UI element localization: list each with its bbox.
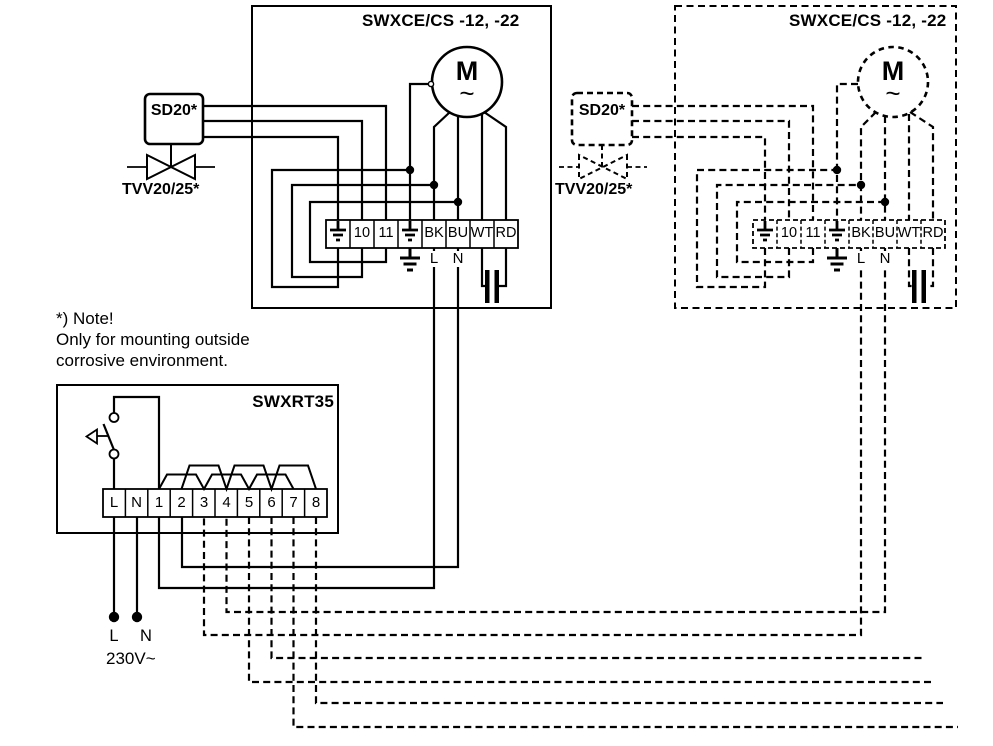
capacitor-icon bbox=[485, 270, 499, 303]
terminal-label-10: 10 bbox=[780, 225, 798, 241]
thermostat-terminal-l: L bbox=[109, 494, 119, 511]
terminal-label-11: 11 bbox=[805, 225, 821, 241]
right-unit bbox=[559, 5, 957, 309]
thermostat-terminal-4: 4 bbox=[222, 494, 231, 511]
valve-label: TVV20/25* bbox=[122, 181, 200, 198]
motor-label: M bbox=[881, 56, 905, 86]
thermostat-box bbox=[56, 384, 339, 534]
thermo-actuator-icon bbox=[84, 427, 98, 446]
mains-label-l: L bbox=[109, 627, 119, 645]
terminal-label-bu: BU bbox=[874, 225, 896, 241]
thermostat-unit bbox=[56, 384, 339, 534]
thermostat-terminal-1: 1 bbox=[154, 494, 164, 511]
interconnect-solid-wires bbox=[112, 248, 460, 612]
mains-voltage-label: 230V~ bbox=[106, 649, 156, 668]
junction-dot bbox=[405, 165, 415, 175]
motor-phase-label: ~ bbox=[459, 78, 475, 108]
earth-icon bbox=[757, 221, 773, 242]
mains-label-n: N bbox=[140, 627, 152, 645]
thermostat-terminal-n: N bbox=[131, 494, 142, 511]
left-unit-wires bbox=[203, 82, 508, 289]
left-unit-title: SWXCE/CS -12, -22 bbox=[362, 11, 520, 30]
junction-dots-left bbox=[405, 165, 463, 207]
terminal-label-bk: BK bbox=[851, 225, 871, 241]
earth-icon bbox=[827, 248, 847, 272]
thermostat-terminal-8: 8 bbox=[311, 494, 321, 511]
winding-icon bbox=[158, 464, 317, 493]
power-dots bbox=[108, 611, 143, 623]
junction-dot bbox=[880, 197, 890, 207]
power-dot-n bbox=[131, 611, 143, 623]
neutral-label-n: N bbox=[878, 250, 892, 267]
valve-icon bbox=[127, 144, 215, 181]
thermostat-terminal-3: 3 bbox=[199, 494, 209, 511]
left-unit bbox=[127, 5, 552, 309]
note-line-1: *) Note! bbox=[56, 309, 114, 328]
earth-icon bbox=[330, 221, 346, 242]
thermostat-title: SWXRT35 bbox=[252, 392, 334, 411]
junction-dot bbox=[429, 180, 439, 190]
terminal-label-11: 11 bbox=[378, 225, 394, 241]
motor-label: M bbox=[455, 56, 479, 86]
line-label-l: L bbox=[427, 251, 441, 267]
sd20-label: SD20* bbox=[150, 102, 198, 119]
junction-dot bbox=[856, 180, 866, 190]
terminal-label-rd: RD bbox=[922, 225, 944, 241]
left-unit-box bbox=[251, 5, 552, 309]
thermostat-terminal-7: 7 bbox=[289, 494, 298, 511]
capacitor-icon bbox=[912, 270, 926, 303]
terminal-label-bu: BU bbox=[447, 225, 469, 241]
junction-dot bbox=[453, 197, 463, 207]
right-unit-box bbox=[674, 5, 957, 309]
sd20-label: SD20* bbox=[578, 102, 626, 119]
terminal-label-wt: WT bbox=[470, 225, 494, 241]
interconnect-dashed-wires bbox=[202, 248, 958, 729]
earth-icon bbox=[829, 221, 845, 242]
terminal-label-bk: BK bbox=[424, 225, 444, 241]
thermostat-terminal-2: 2 bbox=[177, 494, 186, 511]
motor-terminal-dot bbox=[427, 80, 435, 88]
left-terminal-strip bbox=[325, 219, 519, 249]
thermostat-terminal-5: 5 bbox=[244, 494, 254, 511]
switch-icon bbox=[84, 395, 161, 489]
note-line-3: corrosive environment. bbox=[56, 351, 228, 370]
power-dot-l bbox=[108, 611, 120, 623]
motor-phase-label: ~ bbox=[885, 78, 901, 108]
junction-dot bbox=[832, 165, 842, 175]
line-label-l: L bbox=[854, 251, 868, 267]
junction-dots-right bbox=[832, 165, 890, 207]
thermostat-terminal-6: 6 bbox=[267, 494, 276, 511]
motor-icon bbox=[856, 45, 930, 119]
terminal-label-rd: RD bbox=[495, 225, 517, 241]
valve-label: TVV20/25* bbox=[555, 181, 633, 198]
terminal-label-wt: WT bbox=[897, 225, 921, 241]
right-unit-title: SWXCE/CS -12, -22 bbox=[789, 11, 947, 30]
earth-icon bbox=[400, 248, 420, 272]
note-line-2: Only for mounting outside bbox=[56, 330, 250, 349]
earth-icon bbox=[402, 221, 418, 242]
right-terminal-strip bbox=[752, 219, 946, 249]
neutral-label-n: N bbox=[451, 250, 465, 267]
sd20-box bbox=[143, 92, 205, 146]
valve-icon bbox=[559, 145, 647, 181]
thermostat-terminal-strip bbox=[102, 488, 328, 518]
terminal-label-10: 10 bbox=[353, 225, 371, 241]
